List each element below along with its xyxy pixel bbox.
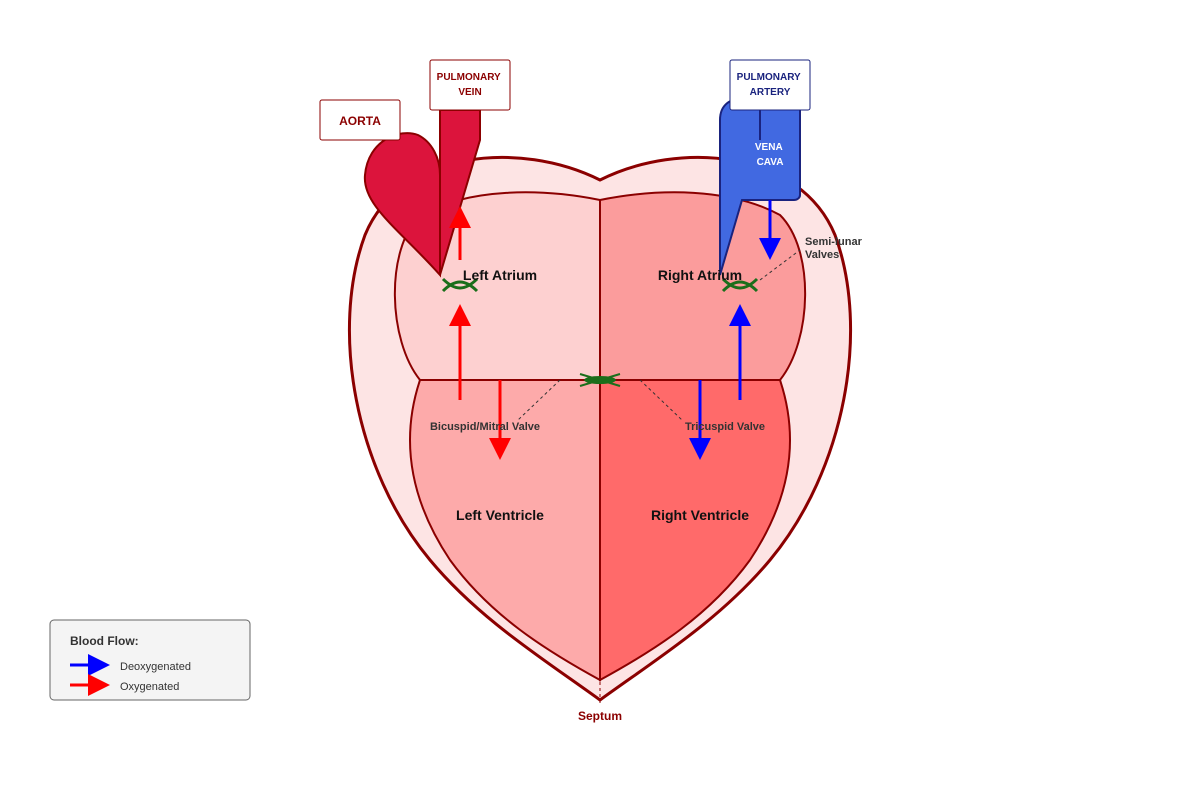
right-atrium	[599, 191, 807, 381]
legend: Blood Flow: Deoxygenated Oxygenated	[49, 619, 251, 701]
semilunar-valve-right	[721, 277, 759, 293]
left-ventricle	[409, 379, 601, 682]
pulmonary-artery-label-box: PULMONARY ARTERY	[729, 59, 811, 111]
legend-title: Blood Flow:	[70, 634, 139, 648]
left-atrium-label: Left Atrium	[463, 267, 537, 283]
mitral-valve-pointer	[517, 379, 561, 421]
septum-label: Septum	[578, 709, 622, 723]
semilunar-valves-label: Semi-lunar Valves	[805, 236, 865, 261]
right-ventricle-label: Right Ventricle	[651, 507, 749, 523]
pulmonary-artery-label: PULMONARY ARTERY	[737, 72, 804, 98]
aorta-vessel	[363, 132, 441, 278]
tricuspid-valve-label: Tricuspid Valve	[685, 421, 765, 433]
semilunar-valve-pointer	[759, 249, 801, 281]
right-ventricle	[599, 379, 791, 682]
right-atrium-label: Right Atrium	[658, 267, 742, 283]
semilunar-valve-left	[441, 277, 479, 293]
vena-cava-vessel	[719, 97, 801, 276]
pulmonary-vein-label-box: PULMONARY VEIN	[429, 59, 511, 111]
aorta-label-box: AORTA	[319, 99, 401, 141]
legend-deoxygenated-label: Deoxygenated	[120, 661, 191, 673]
aorta-label: AORTA	[339, 114, 381, 128]
mitral-valve-label: Bicuspid/Mitral Valve	[430, 421, 540, 433]
atrioventricular-valve-center	[579, 373, 621, 387]
vena-cava-label: VENA CAVA	[755, 142, 785, 168]
legend-oxygenated-label: Oxygenated	[120, 681, 179, 693]
pulmonary-vein-label: PULMONARY VEIN	[437, 72, 504, 98]
tricuspid-valve-pointer	[639, 379, 683, 421]
left-ventricle-label: Left Ventricle	[456, 507, 544, 523]
